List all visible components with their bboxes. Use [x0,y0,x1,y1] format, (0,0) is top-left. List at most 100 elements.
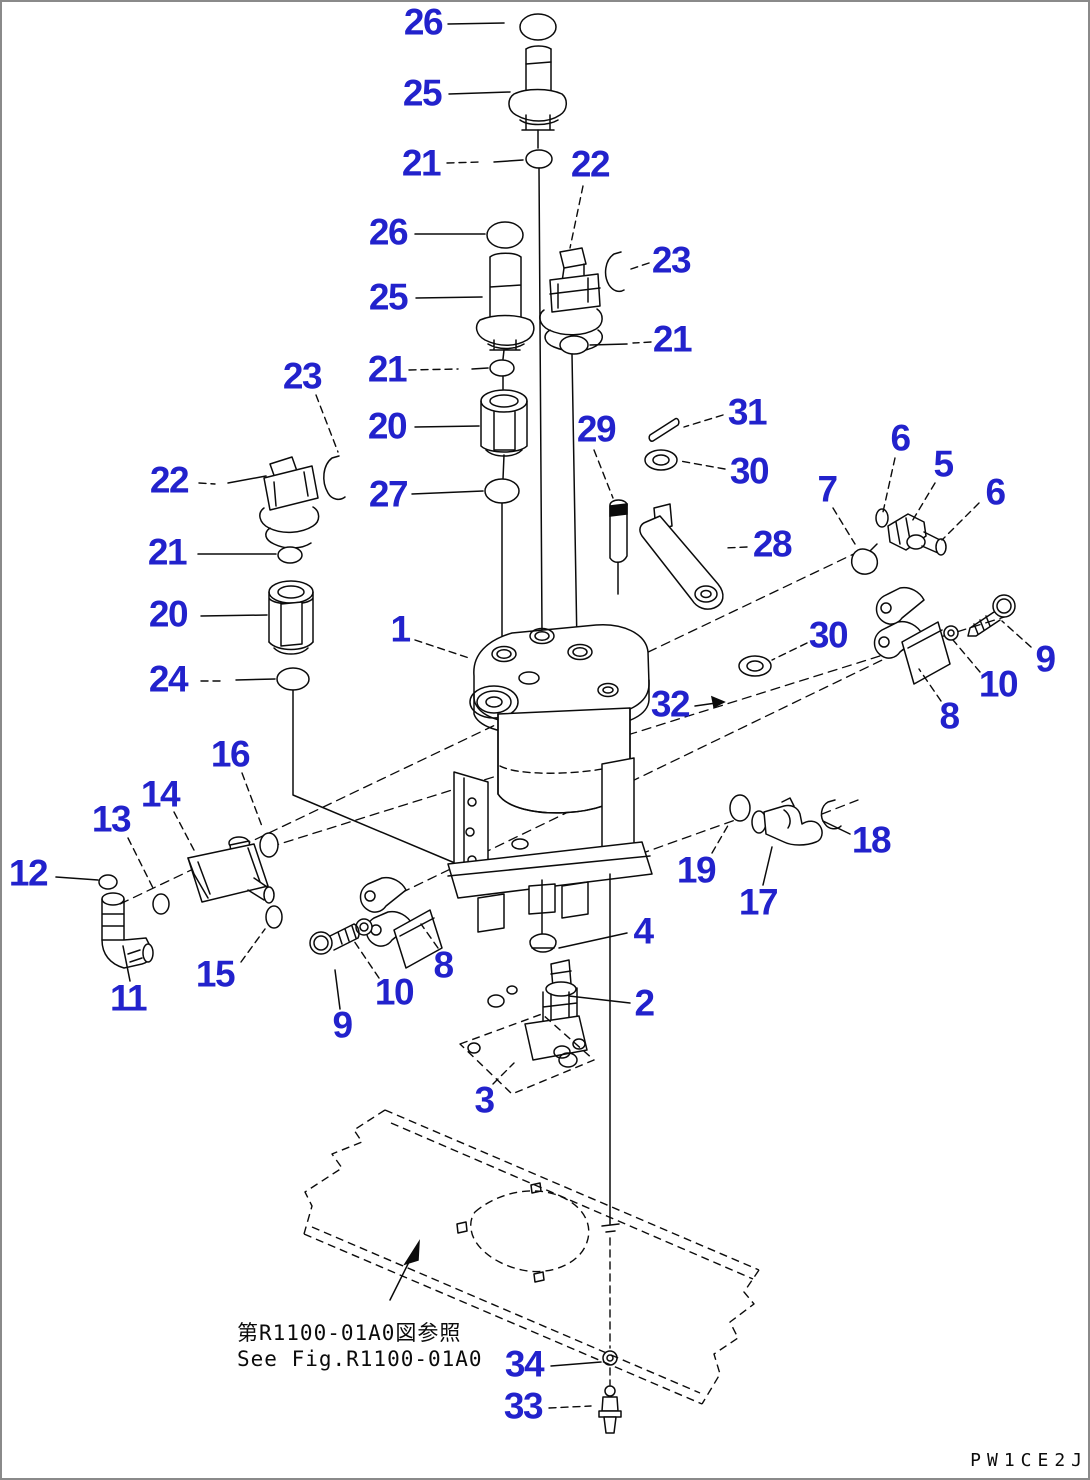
callout-34: 34 [505,1344,545,1385]
leader-line-30 [771,642,808,661]
leader-line-20 [414,425,480,428]
leader-line-22 [198,482,216,485]
callout-10: 10 [979,664,1018,705]
part-elbow-11 [101,892,154,969]
leader-lines [55,22,1032,1409]
callout-20: 20 [368,406,407,447]
callout-26: 26 [369,212,408,253]
leader-line-3 [492,1062,515,1085]
callout-11: 11 [110,978,147,1019]
part-oring-19 [729,794,751,822]
callout-4: 4 [633,911,654,952]
part-oring-21-right [559,335,589,355]
part-bolt-9-left [309,923,360,955]
leader-line-32 [694,702,717,707]
part-pin-31 [648,417,680,442]
callout-17: 17 [739,882,777,923]
leader-line-23 [315,394,339,453]
part-oring-12 [98,874,118,890]
callout-16: 16 [211,734,250,775]
part-seat-4 [529,933,557,953]
leader-line-22 [227,475,267,484]
callout-29: 29 [577,409,616,450]
callout-5: 5 [933,444,953,485]
callout-22: 22 [571,144,610,185]
part-pin-29 [609,499,628,595]
leader-line-8 [420,923,439,949]
leader-line-6 [941,502,980,541]
callout-24: 24 [149,659,189,700]
callout-30: 30 [730,451,769,492]
callout-23: 23 [283,356,322,397]
part-oring-21-top [525,149,553,169]
leader-line-9 [334,969,341,1010]
leader-line-10 [952,639,981,673]
callout-20: 20 [149,594,188,635]
part-oring-21-left [277,546,303,564]
callout-21: 21 [402,143,441,184]
part-snapring-23-right [604,251,625,293]
part-clamp-8-left [359,876,443,969]
note-japanese: 第R1100-01A0図参照 [237,1321,461,1345]
part-clamp-8-right [873,586,951,685]
callout-18: 18 [852,820,891,861]
leader-line-5 [910,482,936,524]
callout-25: 25 [369,277,408,318]
part-oring-26-mid [486,221,524,249]
part-oring-27 [484,478,520,504]
part-sleeve-20-left [268,580,314,655]
part-bracket-3 [459,1013,595,1095]
exploded-diagram-artwork [98,13,1016,1434]
leader-line-22 [569,185,584,249]
leader-line-26 [447,22,505,25]
leader-line-2 [568,995,631,1004]
callout-25: 25 [403,73,442,114]
leader-line-11 [122,945,131,982]
callout-21: 21 [653,319,692,360]
leader-line-29 [593,449,614,499]
body-flange-holes [469,627,619,719]
callout-2: 2 [634,983,654,1024]
part-oring-26-top [519,13,557,41]
leader-line-1 [414,639,470,659]
callout-27: 27 [369,474,407,515]
leader-line-28 [724,546,748,549]
leader-line-7 [832,507,856,545]
part-elbow-group-5-6-6 [875,508,947,556]
part-oring-15 [265,905,283,929]
leader-line-21 [589,343,628,346]
part-oring-21-mid [489,359,515,377]
leader-line-15 [240,928,266,963]
part-washer-10-right [943,625,959,641]
part-valve-2 [487,959,588,1061]
leader-line-6 [882,457,896,513]
footer-code: PW1CE2J [970,1450,1088,1471]
leader-line-21 [446,161,481,164]
leader-line-24 [235,678,276,681]
leader-line-4 [558,932,628,949]
part-oring-24 [276,667,310,691]
callout-8: 8 [939,696,959,737]
leader-line-25 [415,296,483,299]
callout-13: 13 [92,799,131,840]
leader-line-17 [762,846,773,886]
leader-line-30 [679,460,726,470]
callout-26: 26 [404,2,443,43]
part-oring-30-upper [644,449,678,471]
leader-line-12 [55,876,99,881]
callout-30: 30 [809,615,848,656]
note-arrow [389,1239,420,1301]
part-washer-10-left [355,918,373,936]
leader-line-27 [411,490,484,495]
part-flange-7 [850,543,879,575]
leader-line-23 [627,262,650,271]
callout-28: 28 [753,524,792,565]
leader-line-13 [127,837,154,889]
leader-line-20 [200,614,268,617]
leader-line-25 [448,91,511,95]
part-elbow-17 [751,797,823,846]
callout-21: 21 [148,532,187,573]
callout-33: 33 [504,1386,543,1427]
callout-3: 3 [474,1080,494,1121]
leader-line-8 [918,668,942,702]
